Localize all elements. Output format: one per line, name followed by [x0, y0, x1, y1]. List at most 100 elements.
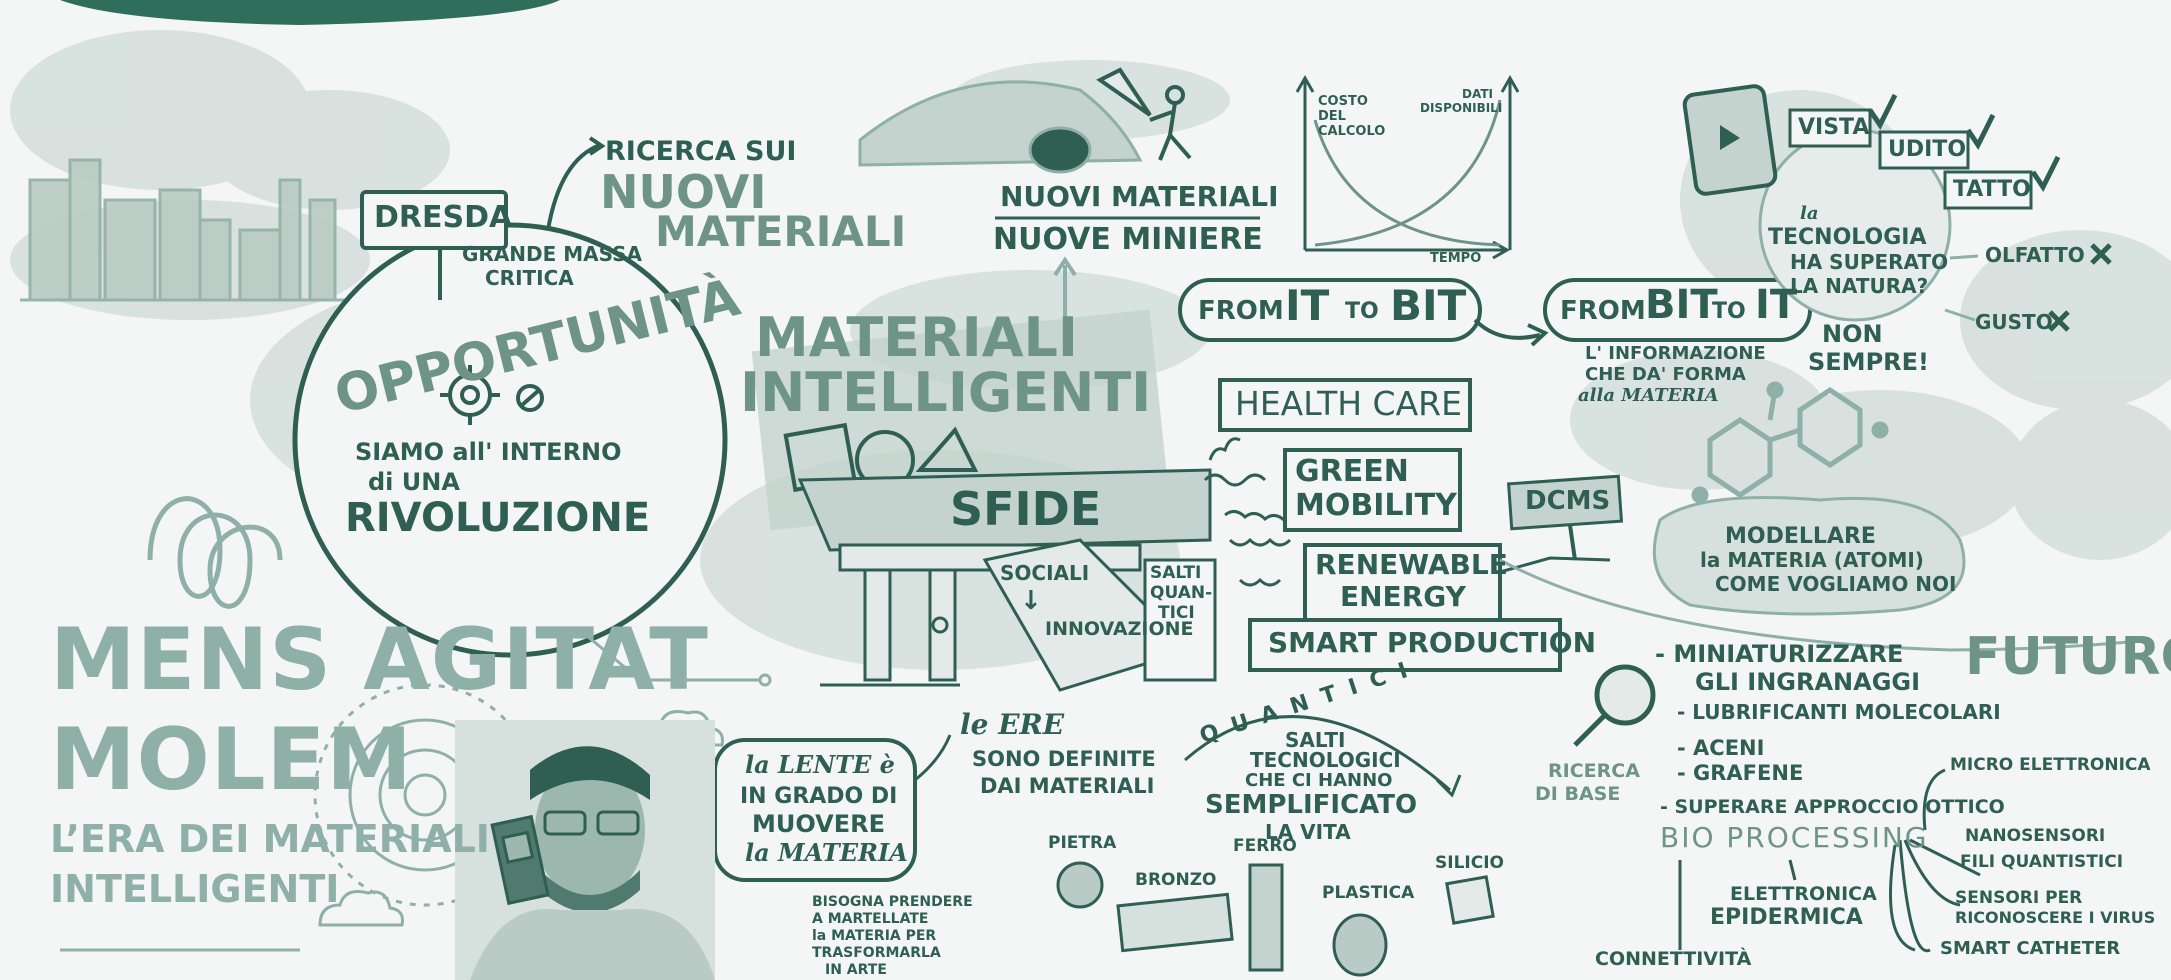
- ricerca-line-3: MATERIALI: [655, 207, 907, 256]
- silicio-label: SILICIO: [1435, 853, 1504, 873]
- dcms-label: DCMS: [1525, 486, 1611, 516]
- chart-curve-label-1: DATI: [1462, 87, 1493, 101]
- udito-box: [1878, 130, 1970, 170]
- modellare-line-2: la MATERIA (ATOMI): [1700, 548, 1924, 572]
- smart-catheter-label: SMART CATHETER: [1940, 938, 2121, 959]
- ricerca-line-1: RICERCA SUI: [605, 136, 797, 167]
- cost-data-chart: [1295, 74, 1520, 260]
- chart-y-label-1: COSTO: [1318, 94, 1368, 109]
- portrait-icon: [455, 720, 715, 980]
- miniaturizzare-line-1: - MINIATURIZZARE: [1655, 640, 1904, 668]
- modellare-line-3: COME VOGLIAMO NOI: [1715, 572, 1957, 596]
- from-bit-word-1: FROM: [1560, 296, 1646, 326]
- tech-line-3: HA SUPERATO: [1790, 250, 1949, 274]
- molecule-icon: [1691, 381, 1889, 504]
- stone-icon: [1056, 861, 1104, 909]
- udito-label: UDITO: [1888, 137, 1967, 162]
- fili-quantistici-label: FILI QUANTISTICI: [1960, 852, 2124, 872]
- elettronica-line-1: ELETTRONICA: [1730, 883, 1877, 905]
- smartphone-icon: [1682, 84, 1778, 196]
- from-it-word-3: TO: [1345, 299, 1379, 324]
- chart-x-label: TEMPO: [1430, 251, 1482, 266]
- salti-quantici-box: [1143, 558, 1217, 682]
- modellare-blob: [1652, 496, 1966, 616]
- salti-tec-line-5: LA VITA: [1265, 820, 1351, 844]
- tech-line-1: la: [1800, 203, 1819, 224]
- checkmark-icon: [1867, 93, 2061, 192]
- chart-y-label-3: CALCOLO: [1318, 124, 1386, 139]
- sensori-line-1: SENSORI PER: [1955, 888, 2083, 908]
- green-mobility-line-2: MOBILITY: [1295, 488, 1457, 523]
- nanosensori-label: NANOSENSORI: [1965, 826, 2106, 846]
- chart-y-label-2: DEL: [1318, 109, 1346, 124]
- dresda-label: DRESDA: [374, 200, 513, 235]
- materiali-intelligenti-line-2: INTELLIGENTI: [740, 361, 1152, 424]
- from-it-word-4: BIT: [1390, 281, 1467, 330]
- ricerca-base-line-2: DI BASE: [1535, 783, 1621, 805]
- silicon-icon: [1445, 875, 1495, 925]
- salti-quantici-line-1: SALTI: [1150, 563, 1202, 583]
- salti-tec-line-1: SALTI: [1285, 728, 1346, 752]
- lente-line-4: la MATERIA: [745, 838, 908, 867]
- renewable-line-1: RENEWABLE: [1315, 548, 1508, 581]
- olfatto-label: OLFATTO: [1985, 243, 2085, 267]
- bisogna-line-1: BISOGNA PRENDERE: [812, 894, 973, 910]
- health-care-box: [1218, 378, 1472, 432]
- health-care-label: HEALTH CARE: [1235, 384, 1462, 423]
- explorer-icon: [1096, 67, 1192, 161]
- sfide-banner: [797, 468, 1212, 552]
- grande-massa-line-1: GRANDE MASSA: [462, 242, 643, 266]
- grande-massa-line-2: CRITICA: [485, 266, 574, 290]
- info-line-1: L' INFORMAZIONE: [1585, 343, 1766, 364]
- dresda-sign: DRESDA: [360, 190, 512, 250]
- bronze-icon: [1116, 892, 1234, 953]
- ere-line-3: DAI MATERIALI: [980, 774, 1155, 798]
- microchip-icon: [490, 814, 550, 906]
- main-title-line-1: MENS AGITAT: [50, 610, 709, 710]
- bisogna-line-4: TRASFORMARLA: [812, 945, 941, 961]
- chart-curve-label-2: DISPONIBILI: [1420, 101, 1503, 115]
- green-mobility-line-1: GREEN: [1295, 454, 1409, 489]
- magnifier-icon: [1573, 664, 1656, 747]
- bio-connectors: [1678, 768, 1981, 953]
- ferro-label: FERRO: [1233, 836, 1297, 856]
- sensori-line-2: RICONOSCERE I VIRUS: [1955, 908, 2156, 927]
- non-sempre-line-1: NON: [1822, 320, 1883, 348]
- tech-line-4: LA NATURA?: [1790, 274, 1929, 298]
- innovazione-label: INNOVAZIONE: [1045, 618, 1194, 640]
- main-title-line-2: MOLEM: [50, 710, 413, 810]
- nuove-miniere-label: NUOVE MINIERE: [993, 222, 1263, 257]
- quantici-arc: [1184, 715, 1451, 792]
- gear-icon: [440, 365, 544, 425]
- ricerca-base-line-1: RICERCA: [1548, 760, 1640, 782]
- from-it-to-bit-pill: [1178, 278, 1482, 342]
- bisogna-line-5: IN ARTE: [825, 962, 887, 978]
- connettivita-label: CONNETTIVITÀ: [1595, 948, 1752, 970]
- lente-line-3: MUOVERE: [752, 810, 885, 838]
- arrow-to-ricerca: [546, 143, 601, 231]
- grafene-label: - GRAFENE: [1677, 761, 1804, 785]
- info-line-2: CHE DA' FORMA: [1585, 364, 1746, 385]
- plastic-icon: [1332, 913, 1388, 977]
- bio-processing-label: BIO PROCESSING: [1660, 821, 1929, 854]
- tatto-label: TATTO: [1953, 177, 2031, 202]
- salti-tec-line-2: TECNOLOGICI: [1250, 748, 1401, 772]
- bisogna-line-3: la MATERIA PER: [812, 928, 937, 944]
- vista-label: VISTA: [1798, 115, 1870, 140]
- sociali-label: SOCIALI: [1000, 561, 1090, 585]
- lente-line-2: IN GRADO DI: [740, 784, 898, 809]
- subtitle-line-1: L’ERA DEI MATERIALI: [50, 817, 490, 861]
- iron-icon: [1248, 863, 1284, 972]
- smart-production-label: SMART PRODUCTION: [1268, 626, 1597, 659]
- top-banner: [60, 0, 560, 25]
- nuovi-materiali-label: NUOVI MATERIALI: [1000, 180, 1279, 213]
- lente-line-1: la LENTE è: [745, 750, 895, 779]
- tatto-box: [1943, 170, 2033, 210]
- non-sempre-line-2: SEMPRE!: [1808, 348, 1929, 376]
- from-it-word-2: IT: [1285, 281, 1330, 330]
- spiral-doodle: [147, 496, 283, 609]
- subtitle-line-2: INTELLIGENTI: [50, 867, 340, 911]
- lubrificanti-label: - LUBRIFICANTI MOLECOLARI: [1677, 700, 2001, 724]
